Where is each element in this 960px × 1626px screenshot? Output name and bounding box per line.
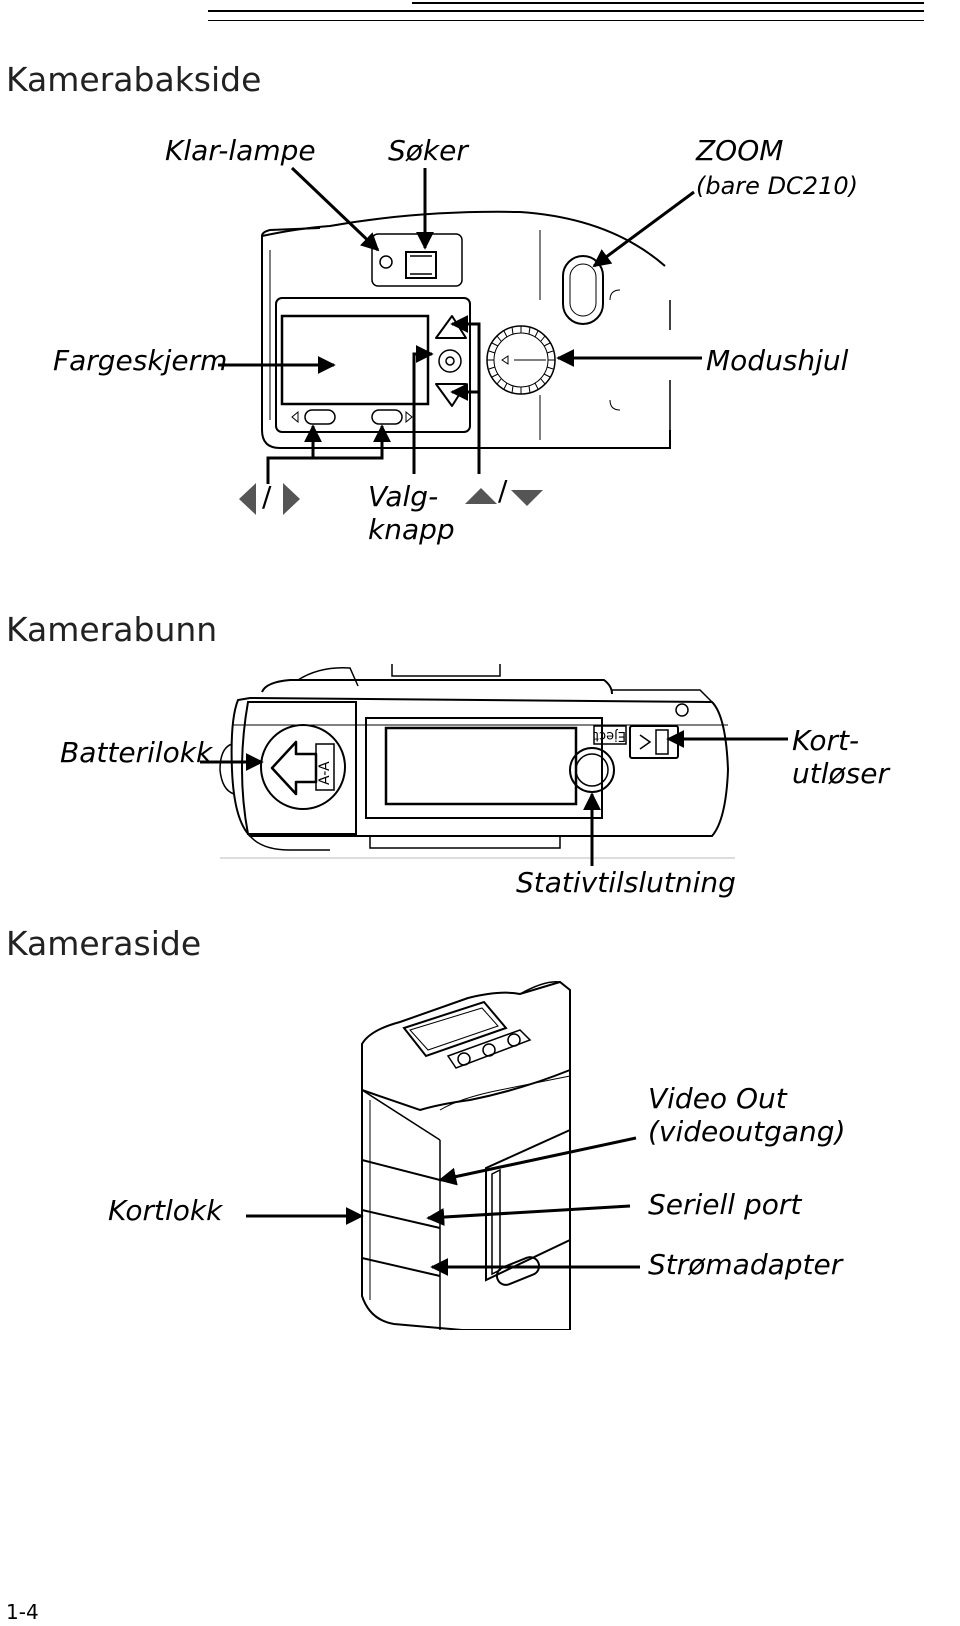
zoom-button <box>562 255 604 325</box>
up-button-shape <box>435 315 467 339</box>
up-triangle-icon <box>465 488 497 504</box>
label-card-release: Kort- utløser <box>792 724 889 790</box>
label-power-adapter: Strømadapter <box>648 1248 843 1281</box>
battery-lid <box>241 701 357 835</box>
up-down-pointer-up <box>450 315 481 474</box>
section-heading-back: Kamerabakside <box>6 60 262 99</box>
label-select-line1: Valg- <box>368 480 439 513</box>
power-port <box>495 1256 541 1286</box>
battery-type-box <box>315 743 335 791</box>
section-heading-bottom: Kamerabunn <box>6 610 218 649</box>
header-rule-short <box>208 10 924 12</box>
camera-side-top <box>361 980 571 1112</box>
serial-port-pointer <box>426 1204 631 1227</box>
card-window <box>384 726 578 806</box>
up-down-arrows-icon <box>465 488 543 506</box>
right-triangle-icon <box>283 483 300 515</box>
ready-lamp-pointer <box>290 166 380 252</box>
camera-bottom-outline <box>230 696 730 837</box>
right-button-shape <box>371 409 403 425</box>
camera-back-diagram <box>218 166 702 484</box>
lcd-screen <box>280 314 430 406</box>
label-eject: Eject <box>593 728 626 743</box>
card-slot-area <box>365 717 603 819</box>
battery-arrow <box>270 740 318 796</box>
top-button-1 <box>457 1052 471 1066</box>
camera-bottom-diagram <box>200 664 788 866</box>
left-triangle-icon <box>239 483 256 515</box>
label-left-right-slash: / <box>262 480 272 513</box>
label-ready-lamp: Klar-lampe <box>165 134 316 167</box>
camera-side-body <box>361 1070 571 1330</box>
label-mode-dial: Modushjul <box>706 344 849 377</box>
camera-side-diagram <box>246 980 640 1330</box>
card-release-slider <box>629 725 679 759</box>
viewfinder-window <box>405 251 437 279</box>
label-video-out: Video Out (videoutgang) <box>648 1082 846 1148</box>
label-tripod: Stativtilslutning <box>516 866 736 899</box>
tripod-socket <box>569 747 615 793</box>
label-up-down-slash: / <box>498 474 508 507</box>
zoom-pointer <box>592 190 695 268</box>
label-video-out-line2: (videoutgang) <box>648 1115 846 1149</box>
label-serial-port: Seriell port <box>648 1188 802 1221</box>
ready-lamp <box>379 255 393 269</box>
label-card-release-line2: utløser <box>792 757 889 791</box>
ports-panel <box>485 1128 571 1282</box>
label-color-screen: Fargeskjerm <box>53 344 228 377</box>
select-button-shape <box>438 349 462 373</box>
label-card-release-line1: Kort- <box>792 724 860 757</box>
label-zoom: ZOOM <box>696 134 784 167</box>
down-button-shape <box>435 383 467 407</box>
label-battery-type: A-A <box>317 761 333 785</box>
camera-back-outline <box>261 236 671 449</box>
video-out-pointer <box>438 1136 637 1186</box>
top-button-3 <box>507 1033 521 1047</box>
header-rule-long <box>412 2 924 4</box>
top-button-2 <box>482 1043 496 1057</box>
eject-latch <box>593 725 627 745</box>
label-card-door: Kortlokk <box>108 1194 223 1227</box>
label-select-button: Valg- knapp <box>368 480 455 546</box>
page-number: 1-4 <box>6 1600 39 1624</box>
down-triangle-icon <box>511 490 543 506</box>
left-right-arrows-icon <box>239 483 300 515</box>
section-heading-side: Kameraside <box>6 924 202 963</box>
left-button-shape <box>304 409 336 425</box>
status-lcd <box>402 1000 508 1058</box>
label-viewfinder: Søker <box>388 134 468 167</box>
left-right-pointer <box>266 424 322 484</box>
label-battery-cover: Batterilokk <box>60 736 213 769</box>
label-video-out-line1: Video Out <box>648 1082 787 1115</box>
label-zoom-note: (bare DC210) <box>696 172 858 200</box>
label-select-line2: knapp <box>368 513 455 547</box>
header-rule-bottom <box>208 20 924 21</box>
select-pointer <box>412 345 434 474</box>
